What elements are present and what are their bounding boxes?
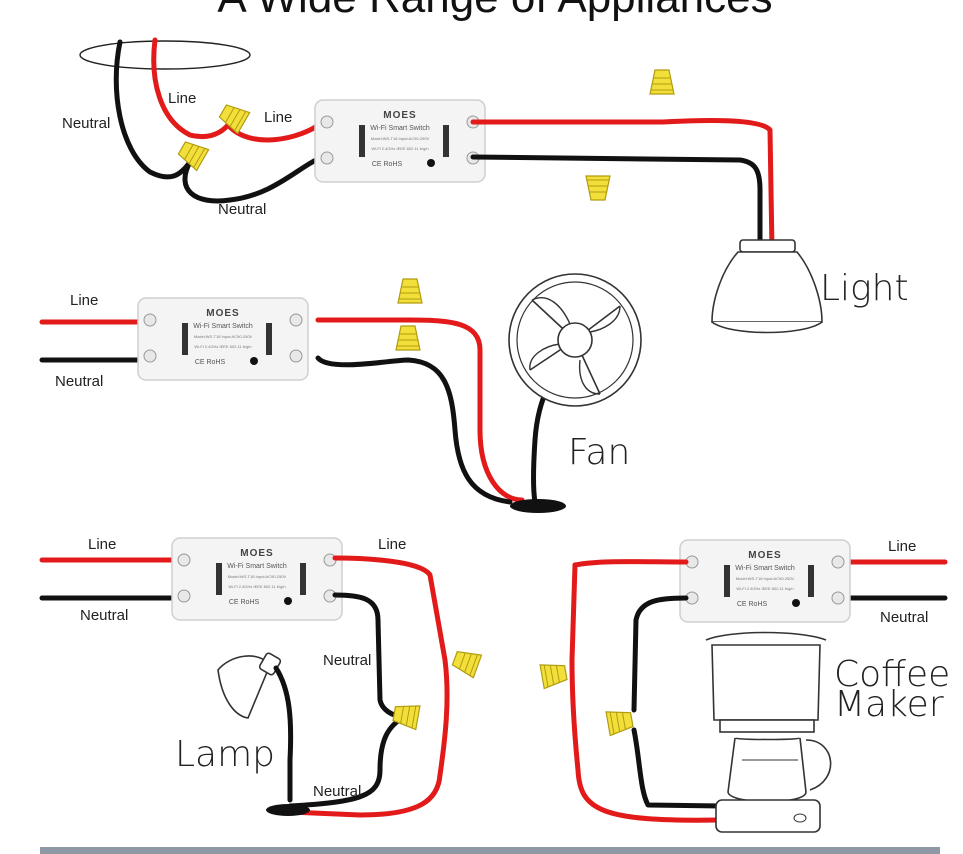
coffee-circuit: Line Neutral MOES Wi-Fi Smart Switch Mod… (539, 538, 950, 833)
svg-text:MOES: MOES (748, 550, 781, 561)
svg-text:Wi-Fi Smart Switch: Wi-Fi Smart Switch (735, 565, 795, 572)
svg-text:Model:WS-T18 Input:AC90-250V: Model:WS-T18 Input:AC90-250V (228, 574, 287, 579)
line-label: Line (264, 109, 292, 126)
lamp-label: Lamp (175, 734, 275, 775)
neutral-wire (631, 727, 725, 809)
neutral-wire (315, 355, 513, 505)
svg-text:CE RoHS: CE RoHS (737, 601, 768, 608)
wire-nut (539, 660, 569, 690)
light-circuit: Line Line Neutral Neutral MOES Wi-Fi Sma… (62, 37, 909, 334)
svg-text:Model:WS-T18 Input:AC90-250V: Model:WS-T18 Input:AC90-250V (736, 576, 795, 581)
svg-text:Model:WS-T18 Input:AC90-250V: Model:WS-T18 Input:AC90-250V (371, 136, 430, 141)
svg-text:Wi-Fi 2.4GHz IEEE 802.11 b/g/: Wi-Fi 2.4GHz IEEE 802.11 b/g/n (194, 344, 251, 349)
line-wire (287, 555, 450, 818)
wire-nut (397, 278, 423, 304)
svg-text:Wi-Fi 2.4GHz IEEE 802.11 b/g/: Wi-Fi 2.4GHz IEEE 802.11 b/g/n (228, 584, 285, 589)
neutral-label: Neutral (80, 607, 128, 624)
light-label: Light (820, 268, 909, 309)
fan-circuit: Line Neutral MOES Wi-Fi Smart Switch Mod… (39, 273, 642, 513)
neutral-wire (470, 154, 763, 248)
lamp-icon (217, 652, 310, 816)
wire-nut (175, 137, 210, 171)
neutral-wire (113, 39, 193, 180)
svg-text:CE RoHS: CE RoHS (195, 359, 226, 366)
fan-label: Fan (568, 432, 630, 473)
svg-text:Model:WS-T18 Input:AC90-250V: Model:WS-T18 Input:AC90-250V (194, 334, 253, 339)
svg-text:CE RoHS: CE RoHS (229, 599, 260, 606)
line-label: Line (70, 292, 98, 309)
neutral-wire (332, 592, 407, 720)
lamp-circuit: Line Neutral MOES Wi-Fi Smart Switch Mod… (39, 536, 483, 818)
neutral-wire (182, 154, 326, 204)
svg-text:MOES: MOES (383, 110, 416, 121)
line-label: Line (88, 536, 116, 553)
neutral-wire (631, 595, 689, 713)
neutral-label: Neutral (323, 652, 371, 669)
neutral-label: Neutral (880, 609, 928, 626)
wire-nut (605, 707, 635, 737)
wire-nut (395, 325, 421, 351)
svg-text:Wi-Fi 2.4GHz IEEE 802.11 b/g/: Wi-Fi 2.4GHz IEEE 802.11 b/g/n (371, 146, 428, 151)
line-label: Line (378, 536, 406, 553)
smart-switch: MOES Wi-Fi Smart Switch Model:WS-T18 Inp… (137, 297, 309, 381)
svg-text:CE RoHS: CE RoHS (372, 161, 403, 168)
fan-icon (508, 273, 642, 513)
neutral-label: Neutral (313, 783, 361, 800)
svg-text:Wi-Fi 2.4GHz IEEE 802.11 b/g/: Wi-Fi 2.4GHz IEEE 802.11 b/g/n (736, 586, 793, 591)
line-label: Line (168, 90, 196, 107)
svg-text:MOES: MOES (206, 308, 239, 319)
neutral-label: Neutral (62, 115, 110, 132)
smart-switch: MOES Wi-Fi Smart Switch Model:WS-T18 Inp… (314, 99, 486, 183)
coffee-maker-label: Coffee (834, 654, 950, 695)
wire-nut (649, 69, 675, 95)
neutral-label: Neutral (55, 373, 103, 390)
line-wire (315, 317, 525, 503)
page-title: A Wide Range of Appliances (217, 0, 772, 22)
ceiling-box (79, 40, 251, 70)
footer-bar (40, 847, 940, 854)
line-wire (660, 117, 775, 253)
coffee-maker-icon (705, 631, 832, 833)
svg-text:Wi-Fi Smart Switch: Wi-Fi Smart Switch (227, 563, 287, 570)
smart-switch: MOES Wi-Fi Smart Switch Model:WS-T18 Inp… (679, 539, 851, 623)
coffee-maker-label: Maker (834, 684, 944, 725)
wire-nut (585, 175, 611, 201)
light-fixture (711, 239, 823, 334)
line-label: Line (888, 538, 916, 555)
neutral-label: Neutral (218, 201, 266, 218)
smart-switch: MOES Wi-Fi Smart Switch Model:WS-T18 Inp… (171, 537, 343, 621)
svg-text:MOES: MOES (240, 548, 273, 559)
svg-text:Wi-Fi Smart Switch: Wi-Fi Smart Switch (370, 125, 430, 132)
line-wire (151, 37, 231, 140)
line-wire (569, 559, 723, 823)
wire-nut (450, 646, 483, 679)
svg-text:Wi-Fi Smart Switch: Wi-Fi Smart Switch (193, 323, 253, 330)
neutral-wire (287, 714, 407, 809)
